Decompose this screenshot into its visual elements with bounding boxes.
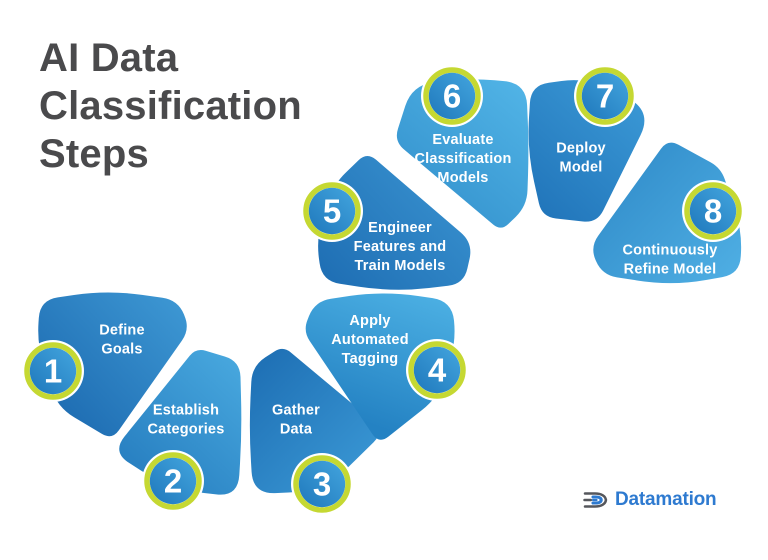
brand-name: Datamation xyxy=(615,489,717,510)
step-4-badge: 4 xyxy=(406,339,468,401)
badge-core xyxy=(29,347,77,395)
badge-ring xyxy=(423,67,481,125)
step-8-number: 8 xyxy=(704,193,722,230)
badge-core xyxy=(413,346,461,394)
badge-core xyxy=(581,72,629,120)
badge-ring xyxy=(684,182,742,240)
step-3-wedge xyxy=(249,348,380,494)
page-title: AI Data Classification Steps xyxy=(39,36,302,176)
step-4-number: 4 xyxy=(428,352,447,389)
step-5-wedge xyxy=(318,156,471,290)
badge-ring xyxy=(303,182,361,240)
step-1-wedge xyxy=(38,292,187,437)
step-1-badge: 1 xyxy=(22,340,84,402)
datamation-d-icon xyxy=(583,492,608,508)
step-3-number: 3 xyxy=(313,466,331,503)
badge-core xyxy=(689,187,737,235)
step-6-badge: 6 xyxy=(421,65,483,127)
badge-core xyxy=(298,460,346,508)
step-8-badge: 8 xyxy=(682,180,744,242)
badge-core xyxy=(308,187,356,235)
badge-ring xyxy=(293,455,351,513)
step-6-number: 6 xyxy=(443,78,461,115)
badge-ring xyxy=(24,342,82,400)
step-2-wedge xyxy=(119,350,242,495)
step-5-number: 5 xyxy=(323,193,341,230)
step-4-wedge xyxy=(305,293,455,440)
badge-core xyxy=(428,72,476,120)
step-2-number: 2 xyxy=(164,463,182,500)
step-7-number: 7 xyxy=(596,78,614,115)
step-7-badge: 7 xyxy=(574,65,636,127)
step-2-badge: 2 xyxy=(142,450,204,512)
badge-ring xyxy=(576,67,634,125)
step-5-badge: 5 xyxy=(301,180,363,242)
step-8-wedge xyxy=(593,142,742,284)
badge-ring xyxy=(408,341,466,399)
step-1-number: 1 xyxy=(44,353,62,390)
step-3-badge: 3 xyxy=(291,453,353,515)
badge-core xyxy=(149,457,197,505)
badge-ring xyxy=(144,452,202,510)
brand-logo: Datamation xyxy=(582,486,717,514)
